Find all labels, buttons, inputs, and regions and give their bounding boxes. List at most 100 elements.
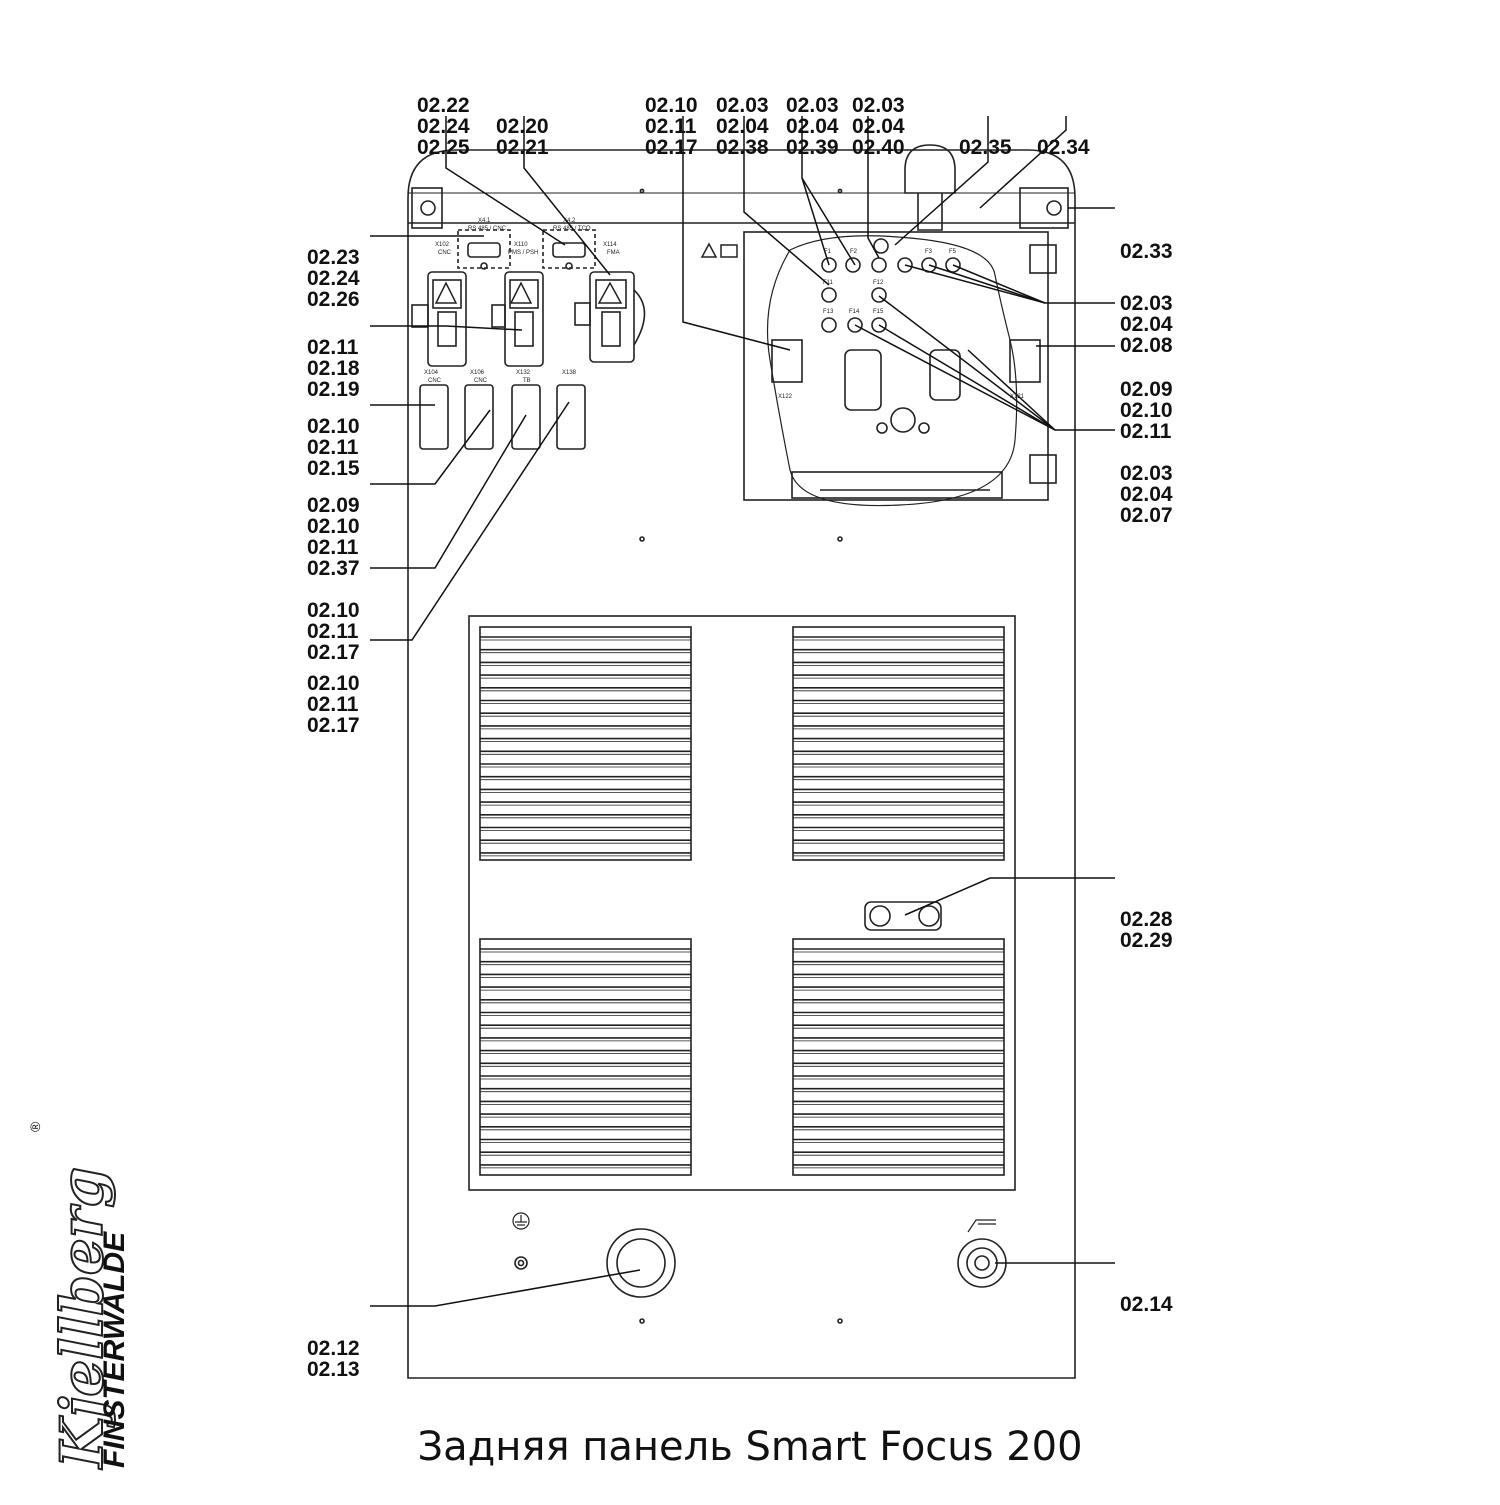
callout-text: 02.24 <box>417 115 470 138</box>
x41-label: X4.1 <box>478 218 491 224</box>
f2-label: F2 <box>850 249 858 255</box>
callout-text: 02.33 <box>1120 240 1173 263</box>
brand-sub: FINSTERWALDE <box>98 1231 131 1468</box>
callout-text: 02.19 <box>307 378 360 401</box>
x106-label: X106 <box>470 370 485 376</box>
corner-bracket-left <box>411 187 443 229</box>
f3-label: F3 <box>925 249 933 255</box>
callout-text: 02.04 <box>1120 313 1173 336</box>
callout-text: 02.03 <box>716 94 769 117</box>
callout-text: 02.40 <box>852 136 905 159</box>
callout-text: 02.03 <box>786 94 839 117</box>
grille-block <box>792 938 1005 1176</box>
x104-sub: CNC <box>428 378 442 384</box>
housing-outline <box>407 149 1076 1379</box>
f12-label: F12 <box>873 280 884 286</box>
callout-text: 02.09 <box>1120 378 1173 401</box>
small-connectors <box>419 384 586 450</box>
callout-text: 02.04 <box>1120 483 1173 506</box>
f14-label: F14 <box>849 309 860 315</box>
callout-text: 02.15 <box>307 457 360 480</box>
f1-label: F1 <box>824 249 832 255</box>
callout-text: 02.21 <box>496 136 549 159</box>
callout-text: 02.04 <box>716 115 769 138</box>
fuse-box <box>743 231 1049 501</box>
callout-text: 02.11 <box>307 693 359 716</box>
ground-terminal <box>514 1256 528 1270</box>
callout-text: 02.03 <box>1120 462 1173 485</box>
callout-text: 02.04 <box>852 115 905 138</box>
leader-lines <box>370 116 1115 1307</box>
callout-text: 02.29 <box>1120 929 1173 952</box>
ventilation-grilles <box>479 626 1005 1176</box>
x121-label: X121 <box>1010 394 1025 400</box>
callout-text: 02.11 <box>307 436 359 459</box>
x42-label: X4.2 <box>563 218 576 224</box>
callout-text: 02.08 <box>1120 334 1173 357</box>
callout-text: 02.17 <box>307 714 360 737</box>
callout-text: 02.09 <box>307 494 360 517</box>
f15-label: F15 <box>873 309 884 315</box>
grille-block <box>479 938 692 1176</box>
callout-text: 02.03 <box>1120 292 1173 315</box>
callout-text: 02.12 <box>307 1337 360 1360</box>
callout-text: 02.24 <box>307 267 360 290</box>
x132-sub: TB <box>523 378 531 384</box>
grille-block <box>479 626 692 861</box>
fuse-holders <box>821 238 961 333</box>
callout-text: 02.04 <box>786 115 839 138</box>
x42-sub: RS 485 / TCO <box>553 226 591 232</box>
x110-label: X110 <box>514 242 528 248</box>
callout-text: 02.20 <box>496 115 549 138</box>
callout-c7: 02.35 <box>959 95 1012 179</box>
callout-text: 02.13 <box>307 1358 360 1381</box>
callout-text: 02.10 <box>307 599 360 622</box>
callout-text: 02.18 <box>307 357 360 380</box>
x114-sub: FMA <box>607 250 620 256</box>
callout-text: 02.26 <box>307 288 360 311</box>
callout-text: 02.03 <box>852 94 905 117</box>
callout-text: 02.11 <box>307 336 359 359</box>
grille-block <box>792 626 1005 861</box>
callout-text: 02.37 <box>307 557 360 580</box>
f13-label: F13 <box>823 309 834 315</box>
x138-label: X138 <box>562 370 577 376</box>
callout-text: 02.38 <box>716 136 769 159</box>
callout-text: 02.10 <box>1120 399 1173 422</box>
callout-r6: 02.14 <box>1120 1252 1173 1336</box>
f5-label: F5 <box>949 249 957 255</box>
x122-label: X122 <box>778 394 793 400</box>
x104-label: X104 <box>424 370 439 376</box>
f11-label: F11 <box>823 280 834 286</box>
callout-text: 02.11 <box>645 115 697 138</box>
x102-sub: CNC <box>438 250 452 256</box>
callout-text: 02.11 <box>307 536 359 559</box>
cable-gland <box>606 1228 676 1298</box>
callout-text: 02.35 <box>959 136 1012 159</box>
callout-text: 02.39 <box>786 136 839 159</box>
kjellberg-logo: Kjellberg FINSTERWALDE ® <box>27 1121 131 1471</box>
callout-text: 02.10 <box>645 94 698 117</box>
callout-text: 02.17 <box>645 136 698 159</box>
callout-text: 02.28 <box>1120 908 1173 931</box>
callout-text: 02.07 <box>1120 504 1173 527</box>
x106-sub: CNC <box>474 378 488 384</box>
callout-text: 02.14 <box>1120 1293 1173 1316</box>
x102-label: X102 <box>435 242 450 248</box>
x114-label: X114 <box>603 242 617 248</box>
